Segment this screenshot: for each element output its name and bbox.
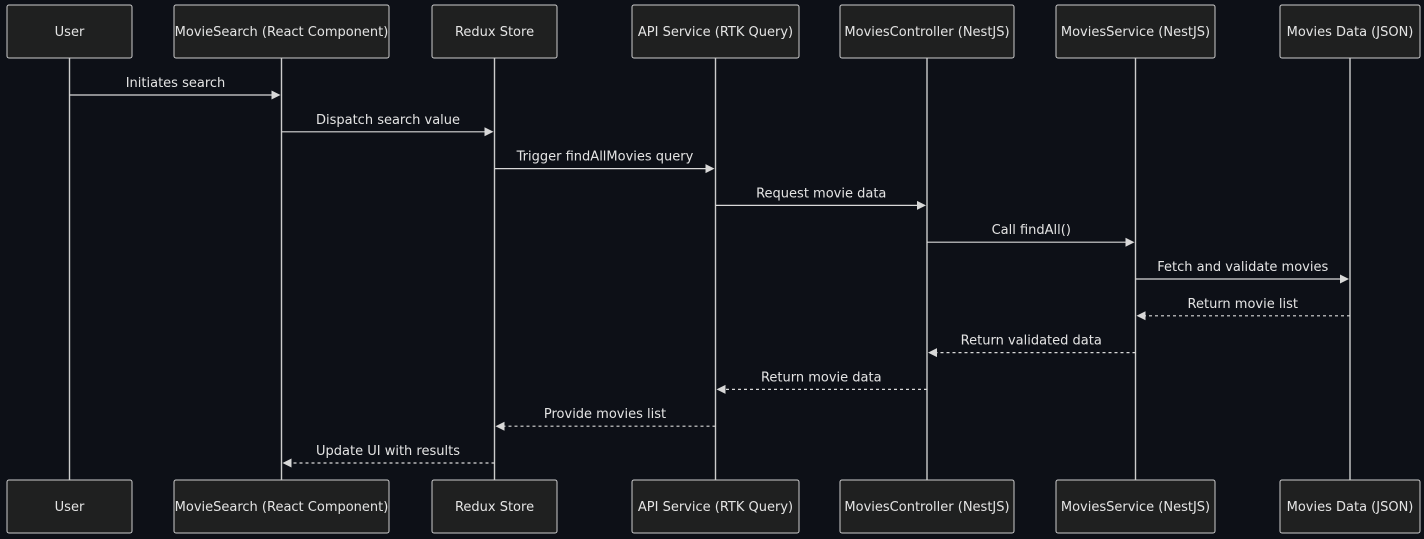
participant-box bbox=[1279, 479, 1421, 534]
participant-box bbox=[431, 4, 558, 59]
message-label: Initiates search bbox=[126, 76, 226, 91]
message-label: Call findAll() bbox=[992, 223, 1071, 238]
participant-box bbox=[173, 479, 390, 534]
message-3: Request movie data bbox=[715, 186, 926, 210]
participant-box bbox=[839, 479, 1015, 534]
arrowhead-icon bbox=[1136, 311, 1146, 321]
message-2: Trigger findAllMovies query bbox=[494, 150, 715, 174]
arrowhead-icon bbox=[282, 458, 292, 468]
message-label: Request movie data bbox=[756, 186, 886, 201]
message-label: Return validated data bbox=[961, 334, 1102, 349]
arrowhead-icon bbox=[271, 90, 281, 100]
participant-top-2: Redux Store bbox=[431, 4, 558, 59]
participant-bottom-2: Redux Store bbox=[431, 479, 558, 534]
participant-label: Movies Data (JSON) bbox=[1287, 25, 1414, 40]
participant-label: MovieSearch (React Component) bbox=[175, 25, 389, 40]
message-1: Dispatch search value bbox=[281, 113, 494, 137]
participant-box bbox=[6, 479, 133, 534]
message-0: Initiates search bbox=[69, 76, 281, 100]
participant-label: API Service (RTK Query) bbox=[638, 25, 793, 40]
participant-label: MoviesService (NestJS) bbox=[1061, 500, 1210, 515]
message-label: Return movie data bbox=[761, 370, 882, 385]
message-10: Update UI with results bbox=[282, 444, 495, 468]
message-label: Return movie list bbox=[1188, 297, 1298, 312]
message-label: Trigger findAllMovies query bbox=[516, 150, 694, 165]
participant-box bbox=[631, 4, 800, 59]
participant-label: Redux Store bbox=[455, 500, 534, 515]
message-5: Fetch and validate movies bbox=[1135, 260, 1349, 284]
arrowhead-icon bbox=[917, 200, 926, 210]
participant-label: API Service (RTK Query) bbox=[638, 500, 793, 515]
participant-label: MoviesController (NestJS) bbox=[844, 500, 1009, 515]
participant-box bbox=[173, 4, 390, 59]
arrowhead-icon bbox=[705, 164, 715, 174]
participant-bottom-3: API Service (RTK Query) bbox=[631, 479, 800, 534]
message-9: Provide movies list bbox=[495, 407, 716, 431]
participant-label: User bbox=[55, 25, 85, 40]
message-label: Provide movies list bbox=[544, 407, 666, 422]
participant-top-3: API Service (RTK Query) bbox=[631, 4, 800, 59]
participant-bottom-4: MoviesController (NestJS) bbox=[839, 479, 1015, 534]
message-label: Fetch and validate movies bbox=[1157, 260, 1328, 275]
participant-top-5: MoviesService (NestJS) bbox=[1055, 4, 1216, 59]
participant-label: Redux Store bbox=[455, 25, 534, 40]
participant-label: MovieSearch (React Component) bbox=[175, 500, 389, 515]
participant-box bbox=[839, 4, 1015, 59]
participant-box bbox=[631, 479, 800, 534]
participant-label: Movies Data (JSON) bbox=[1287, 500, 1414, 515]
arrowhead-icon bbox=[484, 127, 494, 137]
participant-top-4: MoviesController (NestJS) bbox=[839, 4, 1015, 59]
message-4: Call findAll() bbox=[927, 223, 1135, 247]
message-8: Return movie data bbox=[716, 370, 927, 394]
message-label: Update UI with results bbox=[316, 444, 460, 459]
message-label: Dispatch search value bbox=[316, 113, 460, 128]
message-6: Return movie list bbox=[1136, 297, 1350, 321]
arrowhead-icon bbox=[716, 384, 726, 394]
participant-box bbox=[431, 479, 558, 534]
arrowhead-icon bbox=[1125, 237, 1135, 247]
participant-label: MoviesService (NestJS) bbox=[1061, 25, 1210, 40]
participant-box bbox=[1055, 479, 1216, 534]
participant-bottom-0: User bbox=[6, 479, 133, 534]
participant-box bbox=[6, 4, 133, 59]
participant-bottom-6: Movies Data (JSON) bbox=[1279, 479, 1421, 534]
arrowhead-icon bbox=[1340, 274, 1349, 284]
participant-bottom-1: MovieSearch (React Component) bbox=[173, 479, 390, 534]
arrowhead-icon bbox=[495, 421, 505, 431]
participant-bottom-5: MoviesService (NestJS) bbox=[1055, 479, 1216, 534]
participant-top-6: Movies Data (JSON) bbox=[1279, 4, 1421, 59]
participant-top-0: User bbox=[6, 4, 133, 59]
participant-label: User bbox=[55, 500, 85, 515]
participant-top-1: MovieSearch (React Component) bbox=[173, 4, 390, 59]
arrowhead-icon bbox=[928, 348, 937, 358]
participant-label: MoviesController (NestJS) bbox=[844, 25, 1009, 40]
participant-box bbox=[1279, 4, 1421, 59]
participant-box bbox=[1055, 4, 1216, 59]
message-7: Return validated data bbox=[928, 334, 1136, 358]
